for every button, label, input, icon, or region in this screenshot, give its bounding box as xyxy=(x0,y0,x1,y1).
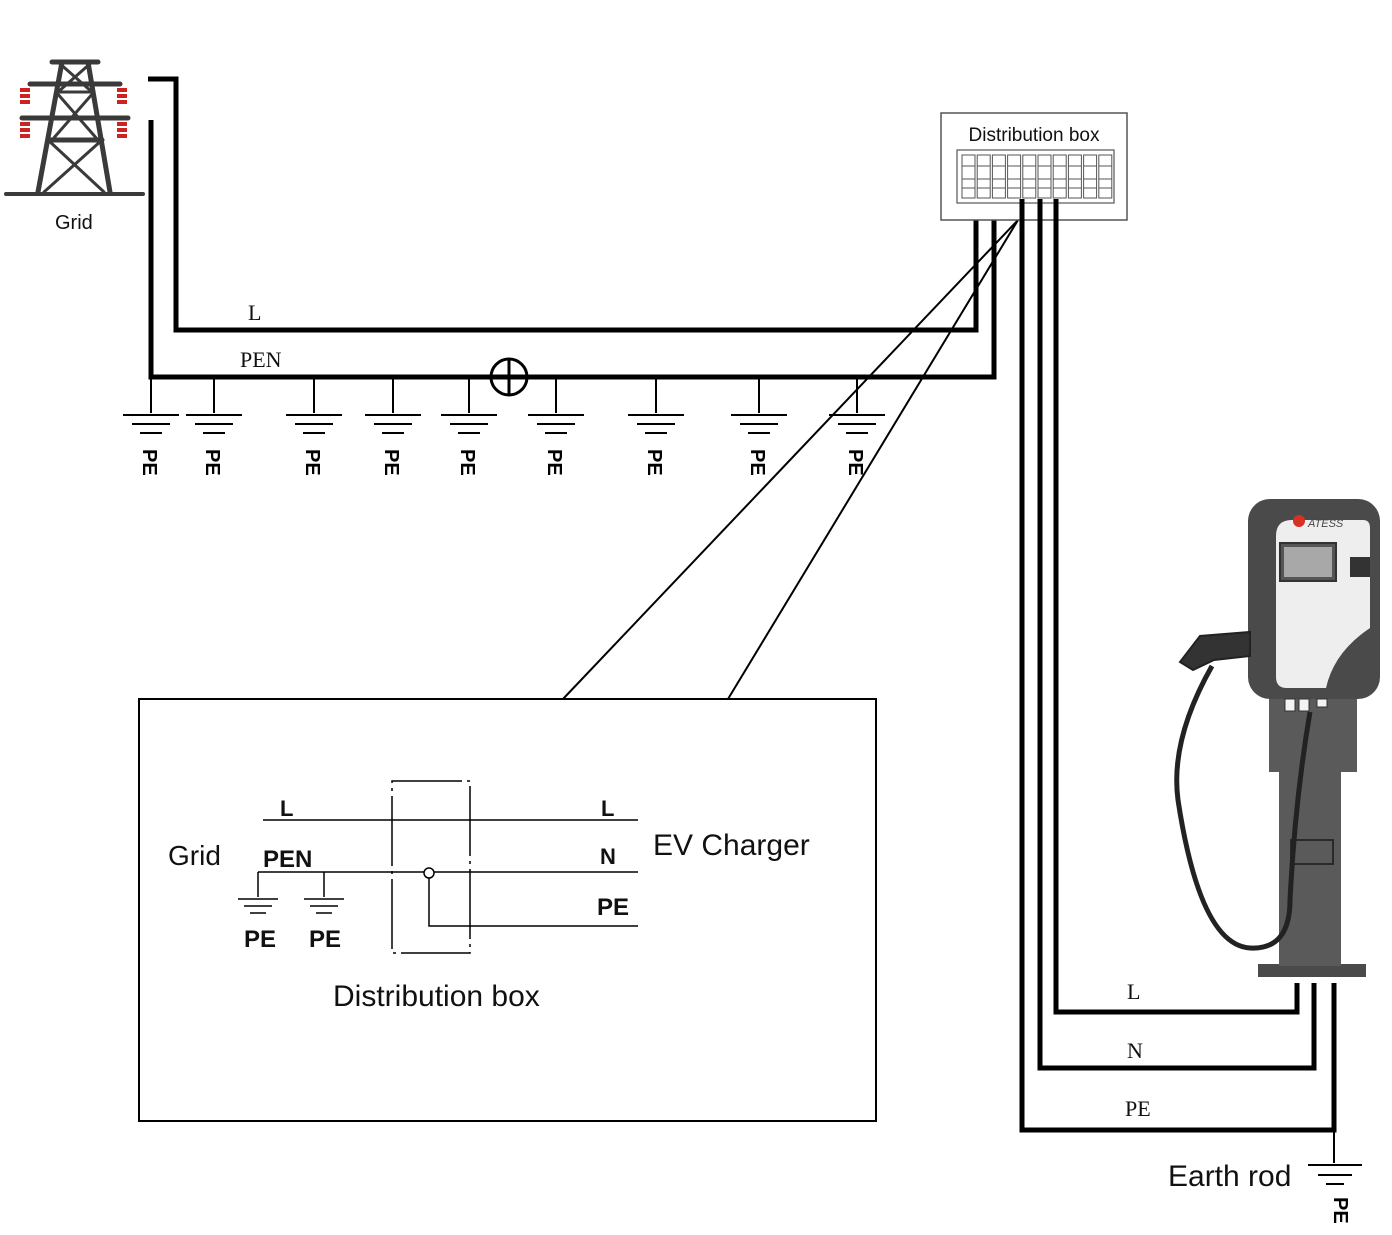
pen-split-marker xyxy=(489,357,529,397)
charger-l-wire xyxy=(1053,199,1300,1015)
breaker-module xyxy=(991,154,1006,199)
pe-ground-group: PE PE PE PE PE PE PE PE PE xyxy=(123,377,885,476)
pe-label: PE xyxy=(201,449,223,476)
breaker-module xyxy=(976,154,991,199)
pe-ground-icon xyxy=(186,377,242,434)
breaker-module xyxy=(1037,154,1052,199)
breaker-module xyxy=(1083,154,1098,199)
earth-rod-ground-icon xyxy=(1308,1130,1362,1185)
zoom-line-left xyxy=(562,219,1019,700)
pe-ground-icon xyxy=(286,377,342,434)
ev-charger-icon: ATESS xyxy=(1174,499,1380,977)
l-conductor xyxy=(148,76,979,333)
earth-rod-pe-label: PE xyxy=(1329,1197,1351,1224)
inset-right-l-label: L xyxy=(601,796,614,821)
breaker-module xyxy=(1098,154,1113,199)
inset-grid-label: Grid xyxy=(168,840,221,871)
distribution-box: Distribution box xyxy=(940,112,1128,221)
pe-label: PE xyxy=(380,449,402,476)
grid-tower-icon xyxy=(4,59,145,196)
pe-ground-icon xyxy=(628,377,684,434)
inset-ground-icon xyxy=(238,872,344,914)
inset-split-node xyxy=(423,867,435,879)
breaker-module xyxy=(1052,154,1067,199)
breaker-module xyxy=(1022,154,1037,199)
l-conductor-label: L xyxy=(248,300,261,325)
inset-left-pe-label: PE xyxy=(244,926,276,953)
pe-label: PE xyxy=(301,449,323,476)
pe-ground-icon xyxy=(829,377,885,434)
pe-ground-icon xyxy=(123,377,179,434)
pe-label: PE xyxy=(844,449,866,476)
pe-label: PE xyxy=(456,449,478,476)
pe-ground-icon xyxy=(365,377,421,434)
charger-brand-label: ATESS xyxy=(1307,518,1344,530)
pe-ground-icon xyxy=(731,377,787,434)
pen-conductor xyxy=(148,120,997,380)
insulator-icon xyxy=(20,88,127,138)
earth-rod-label: Earth rod xyxy=(1168,1160,1291,1193)
pe-label: PE xyxy=(746,449,768,476)
grid-label: Grid xyxy=(55,212,93,234)
pe-label: PE xyxy=(138,449,160,476)
pe-ground-icon xyxy=(441,377,497,434)
zoom-line-right xyxy=(727,219,1019,700)
charger-pe-wire xyxy=(1019,199,1337,1133)
inset-ev-charger-label: EV Charger xyxy=(653,829,810,862)
inset-left-pen-label: PEN xyxy=(263,846,312,873)
pen-conductor-label: PEN xyxy=(240,347,282,372)
breaker-module xyxy=(961,154,976,199)
inset-pe-wire xyxy=(428,872,638,927)
pe-ground-icon xyxy=(528,377,584,434)
inset-left-l-label: L xyxy=(280,796,293,821)
inset-right-pe-label: PE xyxy=(597,894,629,921)
charger-l-label: L xyxy=(1127,979,1140,1004)
charger-n-wire xyxy=(1037,199,1317,1071)
breaker-row xyxy=(961,154,1113,199)
distribution-box-label: Distribution box xyxy=(969,125,1100,146)
charger-pe-label: PE xyxy=(1125,1096,1151,1121)
pe-label: PE xyxy=(643,449,665,476)
inset-right-n-label: N xyxy=(600,844,616,869)
charger-n-label: N xyxy=(1127,1038,1143,1063)
breaker-module xyxy=(1007,154,1022,199)
inset-distribution-box xyxy=(391,780,471,954)
pe-label: PE xyxy=(543,449,565,476)
inset-distribution-box-label: Distribution box xyxy=(333,980,540,1013)
breaker-module xyxy=(1067,154,1082,199)
inset-detail-box xyxy=(138,698,877,1122)
inset-left-pe-label: PE xyxy=(309,926,341,953)
